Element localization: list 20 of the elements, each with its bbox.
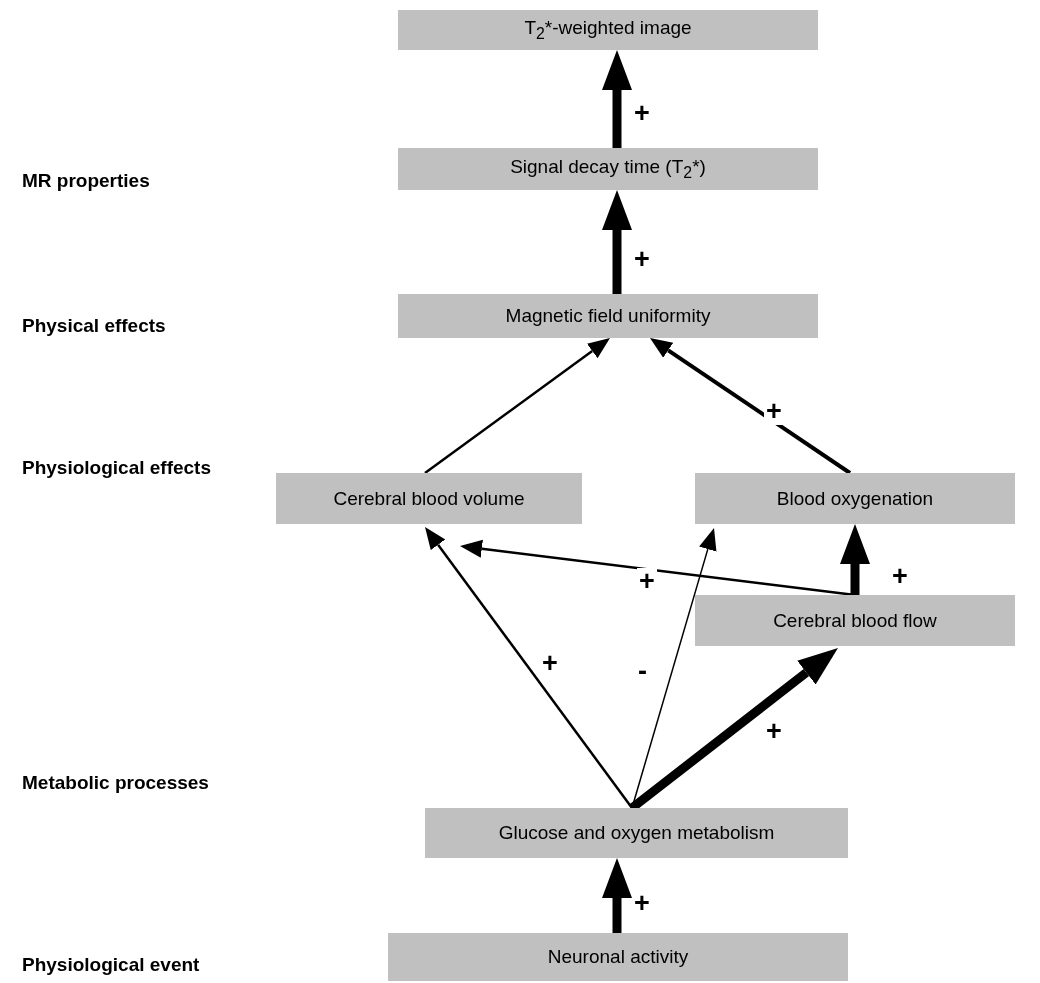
process-box: Magnetic field uniformity — [398, 294, 818, 338]
arrow — [602, 858, 632, 933]
level-label: Metabolic processes — [22, 771, 210, 795]
process-box: Cerebral blood flow — [695, 595, 1015, 646]
arrow — [602, 50, 632, 148]
arrow — [425, 527, 633, 809]
process-box: Glucose and oxygen metabolism — [425, 808, 848, 858]
process-box: Signal decay time (T$_{2}$*) — [398, 148, 818, 190]
process-box: T$_{2}$*-weighted image — [398, 10, 818, 50]
level-label: Physical effects — [22, 314, 167, 338]
level-label: Physiological event — [22, 953, 201, 977]
arrow — [602, 190, 632, 294]
level-label: MR properties — [22, 169, 151, 193]
process-box: Cerebral blood volume — [276, 473, 582, 524]
process-box: Neuronal activity — [388, 933, 848, 981]
arrow — [840, 524, 870, 595]
process-box: Blood oxygenation — [695, 473, 1015, 524]
arrow — [650, 338, 852, 475]
level-label: Physiological effects — [22, 456, 212, 480]
arrow — [424, 338, 610, 474]
